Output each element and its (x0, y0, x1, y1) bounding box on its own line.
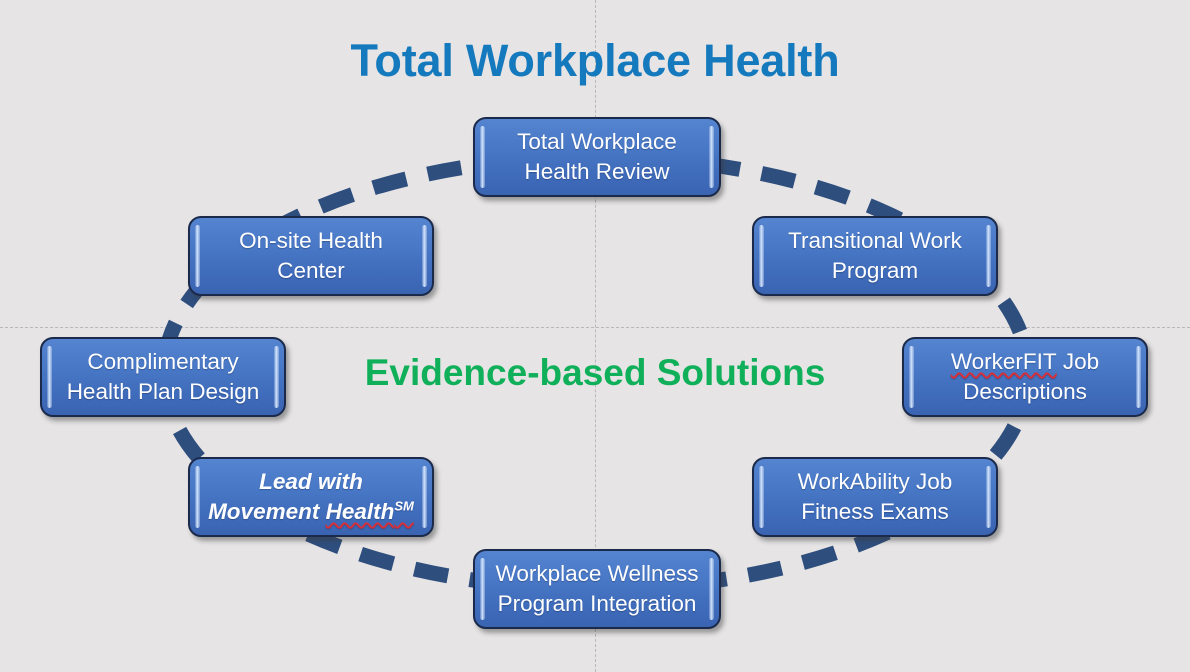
node-line-1-rest: Job (1056, 349, 1100, 374)
node-line-2-prefix: Movement (208, 499, 326, 524)
node-label: WorkerFIT Job Descriptions (939, 347, 1111, 407)
node-transitional-work-program[interactable]: Transitional Work Program (752, 216, 998, 296)
service-mark-superscript: SM (394, 498, 414, 514)
node-line-2: Program Integration (497, 591, 697, 616)
node-line-2: Health Review (524, 159, 670, 184)
node-line-2: Descriptions (963, 379, 1087, 404)
node-line-1-misspelled-term: WorkerFIT (950, 349, 1057, 374)
node-on-site-health-center[interactable]: On-site Health Center (188, 216, 434, 296)
node-line-1: WorkAbility Job (797, 469, 953, 494)
node-complimentary-health-plan-design[interactable]: Complimentary Health Plan Design (40, 337, 286, 417)
node-workerfit-job-descriptions[interactable]: WorkerFIT Job Descriptions (902, 337, 1148, 417)
horizontal-guide-line (0, 327, 1190, 328)
node-label: Complimentary Health Plan Design (55, 347, 272, 407)
node-line-1: On-site Health (239, 228, 383, 253)
node-line-2: Health Plan Design (66, 379, 260, 404)
node-line-1: Transitional Work (788, 228, 962, 253)
node-label: Lead with Movement HealthSM (196, 467, 426, 527)
node-line-1: Total Workplace (517, 129, 677, 154)
node-label: WorkAbility Job Fitness Exams (786, 467, 965, 527)
node-line-2: Program (831, 258, 919, 283)
node-workability-job-fitness-exams[interactable]: WorkAbility Job Fitness Exams (752, 457, 998, 537)
node-line-2: Center (277, 258, 345, 283)
node-label: On-site Health Center (227, 226, 395, 286)
node-line-2: Fitness Exams (801, 499, 949, 524)
node-workplace-wellness-program-integration[interactable]: Workplace Wellness Program Integration (473, 549, 721, 629)
node-total-workplace-health-review[interactable]: Total Workplace Health Review (473, 117, 721, 197)
node-line-1: Complimentary (87, 349, 239, 374)
node-line-2-term: Health (325, 499, 395, 524)
page-title: Total Workplace Health (350, 35, 840, 86)
node-line-1: Workplace Wellness (495, 561, 699, 586)
center-label: Evidence-based Solutions (364, 352, 826, 393)
node-label: Workplace Wellness Program Integration (484, 559, 711, 619)
node-label: Transitional Work Program (776, 226, 974, 286)
node-lead-with-movement-health[interactable]: Lead with Movement HealthSM (188, 457, 434, 537)
node-label: Total Workplace Health Review (505, 127, 689, 187)
node-line-1: Lead with (259, 469, 363, 494)
node-line-2-misspelled-term: HealthSM (326, 497, 414, 527)
